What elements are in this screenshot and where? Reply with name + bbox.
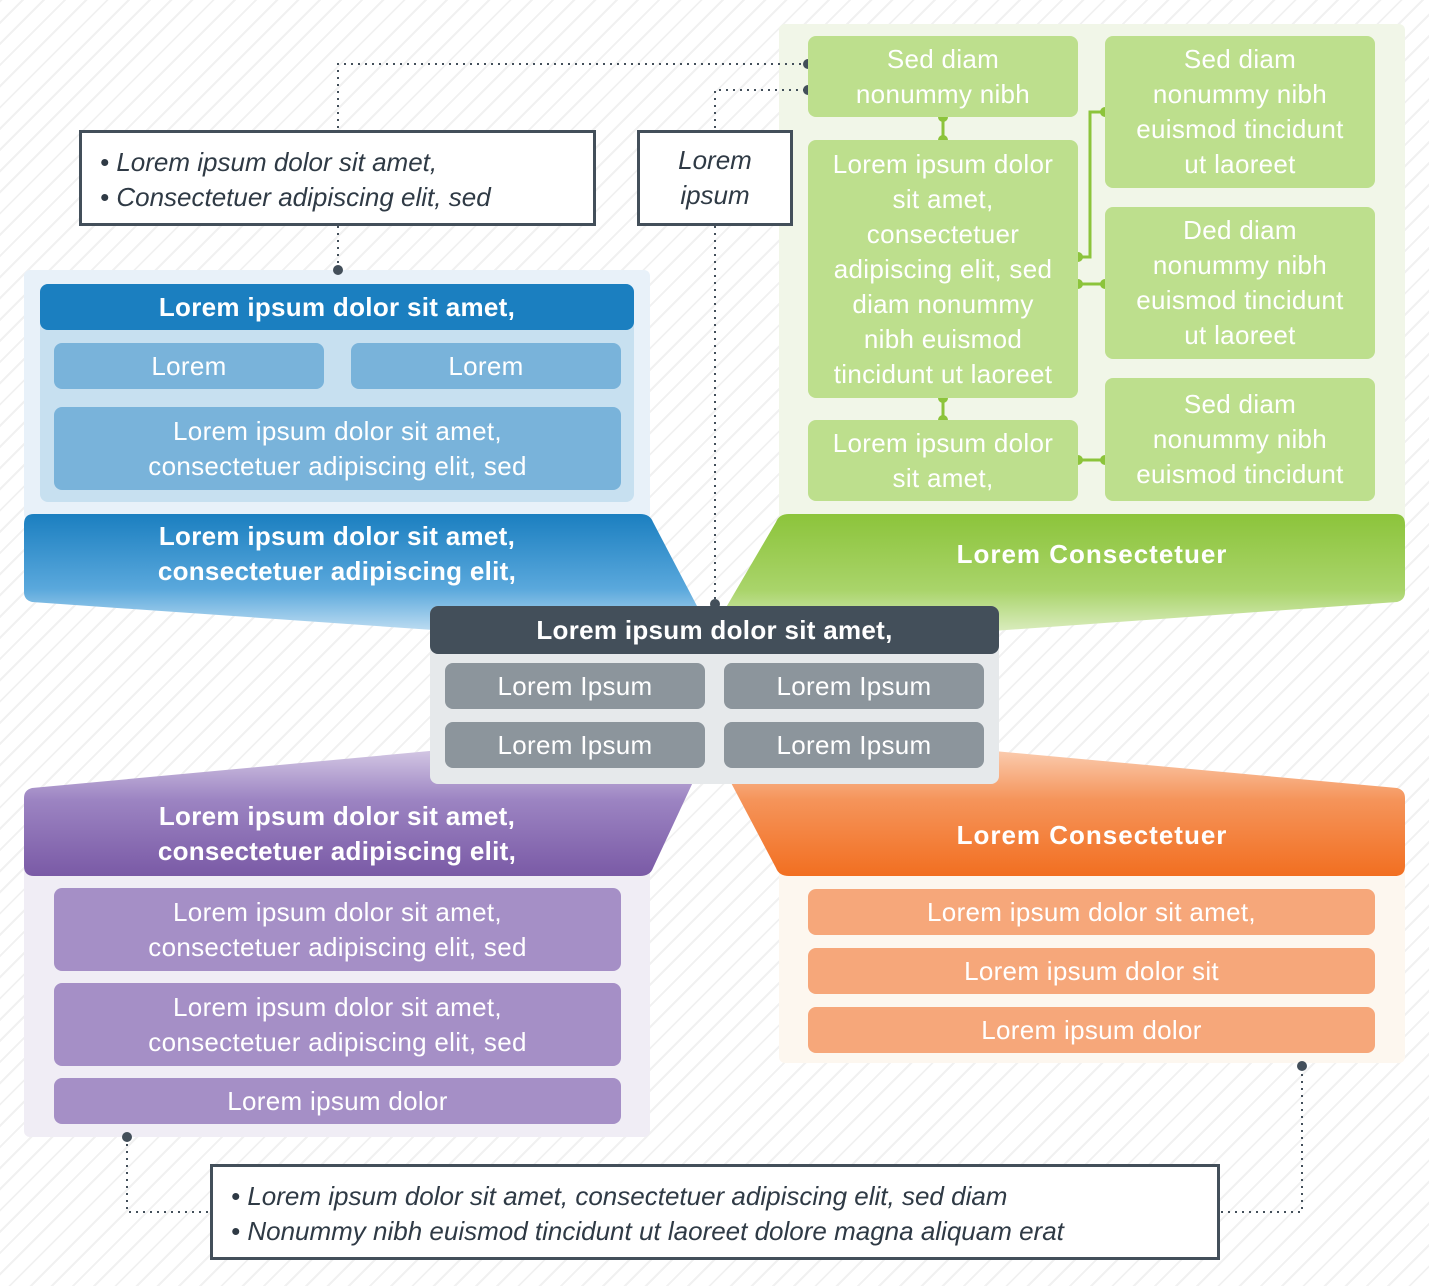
purple-item-2: Lorem ipsum dolor sit amet, consectetuer… (54, 983, 621, 1066)
center-item-2: Lorem Ipsum (724, 663, 984, 709)
green-right-box-3: Sed diam nonummy nibh euismod tincidunt (1105, 378, 1375, 501)
orange-item-2: Lorem ipsum dolor sit (808, 948, 1375, 994)
note-line: • Consectetuer adipiscing elit, sed (100, 182, 491, 212)
note-line: ipsum (680, 180, 750, 210)
blue-header: Lorem ipsum dolor sit amet, (40, 284, 634, 330)
note-line: • Lorem ipsum dolor sit amet, (100, 147, 438, 177)
top-left-note: • Lorem ipsum dolor sit amet, • Consecte… (79, 130, 596, 226)
purple-item-1: Lorem ipsum dolor sit amet, consectetuer… (54, 888, 621, 971)
blue-box-1: Lorem (54, 343, 324, 389)
center-item-3: Lorem Ipsum (445, 722, 705, 768)
green-right-box-1: Sed diam nonummy nibh euismod tincidunt … (1105, 36, 1375, 188)
purple-item-3: Lorem ipsum dolor (54, 1078, 621, 1124)
green-right-box-2: Ded diam nonummy nibh euismod tincidunt … (1105, 207, 1375, 359)
green-left-box-2: Lorem ipsum dolor sit amet, consectetuer… (808, 140, 1078, 398)
center-item-1: Lorem Ipsum (445, 663, 705, 709)
center-item-4: Lorem Ipsum (724, 722, 984, 768)
note-line: • Nonummy nibh euismod tincidunt ut laor… (231, 1216, 1064, 1246)
green-funnel-label: Lorem Consectetuer (956, 539, 1228, 569)
orange-item-3: Lorem ipsum dolor (808, 1007, 1375, 1053)
bottom-note: • Lorem ipsum dolor sit amet, consectetu… (210, 1164, 1220, 1260)
green-left-box-3: Lorem ipsum dolor sit amet, (808, 420, 1078, 501)
center-note: Lorem ipsum (637, 130, 793, 226)
blue-wide-box: Lorem ipsum dolor sit amet, consectetuer… (54, 407, 621, 490)
note-line: Lorem (678, 145, 752, 175)
purple-funnel-label: Lorem ipsum dolor sit amet, consectetuer… (157, 801, 517, 866)
dotted-connectors (126, 63, 1303, 1213)
orange-item-1: Lorem ipsum dolor sit amet, (808, 889, 1375, 935)
blue-funnel-label: Lorem ipsum dolor sit amet, consectetuer… (157, 521, 517, 586)
green-left-box-1: Sed diam nonummy nibh (808, 36, 1078, 117)
note-line: • Lorem ipsum dolor sit amet, consectetu… (231, 1181, 1008, 1211)
blue-box-2: Lorem (351, 343, 621, 389)
center-header: Lorem ipsum dolor sit amet, (430, 606, 999, 654)
orange-funnel-label: Lorem Consectetuer (956, 820, 1228, 850)
